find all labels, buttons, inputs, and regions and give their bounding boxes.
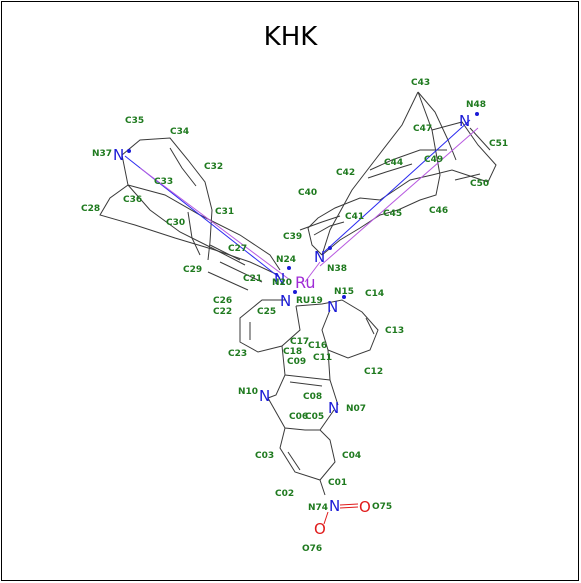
label-c28: C28 (81, 204, 100, 214)
label-c46: C46 (429, 206, 448, 216)
label-c12: C12 (364, 367, 383, 377)
label-ru19: RU19 (296, 296, 323, 306)
label-c39: C39 (283, 232, 302, 242)
label-n48: N48 (466, 100, 486, 110)
label-c05: C05 (305, 412, 324, 422)
atom-n38: N (314, 248, 325, 266)
dot-n24 (287, 266, 291, 270)
atom-n10: N (259, 387, 270, 405)
label-c32: C32 (204, 162, 223, 172)
label-o76: O76 (302, 544, 322, 554)
label-c34: C34 (170, 127, 189, 137)
label-c49: C49 (424, 155, 443, 165)
label-c08: C08 (303, 392, 322, 402)
bonds-core (239, 299, 379, 496)
label-n38: N38 (327, 264, 347, 274)
label-c40: C40 (298, 188, 317, 198)
label-c29: C29 (183, 265, 202, 275)
label-c26: C26 (213, 296, 232, 306)
label-c03: C03 (255, 451, 274, 461)
dot-n20 (293, 290, 297, 294)
label-n20: N20 (272, 278, 292, 288)
label-c21: C21 (243, 274, 262, 284)
atom-o75: O (359, 498, 371, 516)
coord-line-n38-ru (304, 261, 321, 283)
label-c04: C04 (342, 451, 361, 461)
coord-line-c33 (139, 167, 291, 281)
atom-ru: Ru (295, 273, 316, 292)
label-c33: C33 (154, 177, 173, 187)
label-c17: C17 (290, 337, 309, 347)
label-c13: C13 (385, 326, 404, 336)
label-c25: C25 (257, 307, 276, 317)
coord-line-n48 (323, 119, 471, 253)
label-n15: N15 (334, 287, 354, 297)
label-c01: C01 (328, 478, 347, 488)
label-c43: C43 (411, 78, 430, 88)
label-c14: C14 (365, 289, 384, 299)
label-c51: C51 (489, 139, 508, 149)
diagram-title: KHK (263, 22, 318, 52)
label-n74: N74 (308, 503, 328, 513)
label-n07: N07 (346, 404, 366, 414)
atom-n24: N (274, 270, 285, 288)
label-c27: C27 (228, 244, 247, 254)
label-c22: C22 (213, 307, 232, 317)
bonds-nitro (323, 503, 359, 525)
label-n37: N37 (92, 149, 112, 159)
atom-n07: N (328, 399, 339, 417)
label-n10: N10 (238, 387, 258, 397)
atom-n74: N (329, 497, 340, 515)
atom-n37: N (113, 146, 124, 164)
label-c42: C42 (336, 168, 355, 178)
label-o75: O75 (372, 502, 392, 512)
label-c36: C36 (123, 195, 142, 205)
dot-n38 (328, 246, 332, 250)
coord-line-c49 (319, 127, 479, 267)
label-c06: C06 (289, 412, 308, 422)
atom-o76: O (314, 520, 326, 538)
label-c11: C11 (313, 353, 332, 363)
label-n24: N24 (276, 255, 296, 265)
label-c18: C18 (283, 347, 302, 357)
label-c09: C09 (287, 357, 306, 367)
atom-n48: N (459, 112, 470, 130)
label-c41: C41 (345, 212, 364, 222)
atom-n15: N (327, 298, 338, 316)
dot-n48 (475, 112, 479, 116)
label-c31: C31 (215, 207, 234, 217)
label-c35: C35 (125, 116, 144, 126)
bonds-upper-left (99, 137, 281, 291)
label-c50: C50 (470, 179, 489, 189)
bonds-upper-right (299, 91, 497, 256)
label-c02: C02 (275, 489, 294, 499)
label-c45: C45 (383, 209, 402, 219)
dot-n37 (127, 149, 131, 153)
label-c47: C47 (413, 124, 432, 134)
label-c23: C23 (228, 349, 247, 359)
label-c30: C30 (166, 218, 185, 228)
atom-n20: N (280, 292, 291, 310)
label-c44: C44 (384, 158, 403, 168)
label-c16: C16 (308, 341, 327, 351)
dot-n15 (342, 295, 346, 299)
